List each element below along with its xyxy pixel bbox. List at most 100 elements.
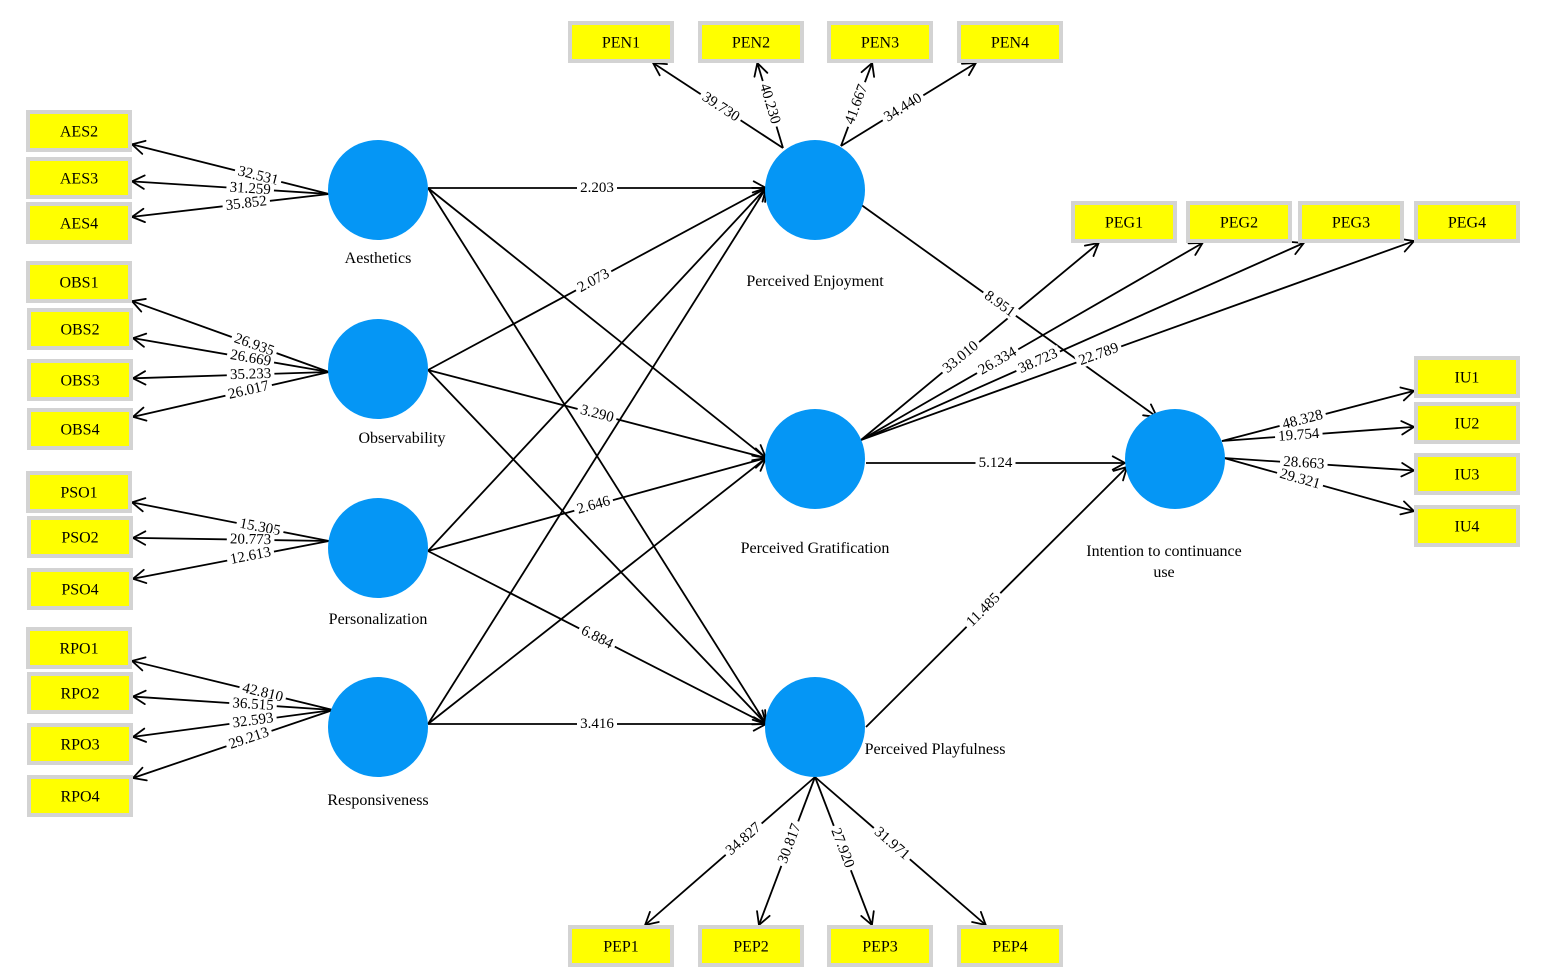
latent-label-line2: use xyxy=(1153,564,1174,581)
edge-label-text: 3.416 xyxy=(580,716,614,732)
indicator-label: IU2 xyxy=(1455,416,1480,433)
loading-label-aes4: 35.852 xyxy=(221,193,271,214)
indicator-box[interactable] xyxy=(27,516,133,558)
indicator-obs2[interactable]: OBS2 xyxy=(27,308,133,350)
indicator-box[interactable] xyxy=(26,627,132,669)
indicator-rpo3[interactable]: RPO3 xyxy=(27,723,133,765)
indicator-box[interactable] xyxy=(26,110,132,152)
indicator-label: PEG4 xyxy=(1448,215,1486,232)
indicator-box[interactable] xyxy=(1414,201,1520,243)
indicator-label: AES4 xyxy=(60,216,98,233)
loading-edge-peg4 xyxy=(860,238,1416,441)
indicator-pso4[interactable]: PSO4 xyxy=(27,568,133,610)
indicator-box[interactable] xyxy=(957,925,1063,967)
indicator-label: PEP2 xyxy=(733,939,769,956)
indicator-box[interactable] xyxy=(1414,402,1520,444)
indicator-aes2[interactable]: AES2 xyxy=(26,110,132,152)
indicator-box[interactable] xyxy=(1414,453,1520,495)
indicator-iu1[interactable]: IU1 xyxy=(1414,356,1520,398)
edge-label-text: 19.754 xyxy=(1278,426,1321,445)
latent-circle[interactable] xyxy=(1125,409,1225,509)
indicator-pep1[interactable]: PEP1 xyxy=(568,925,674,967)
indicator-box[interactable] xyxy=(27,308,133,350)
indicator-obs4[interactable]: OBS4 xyxy=(27,408,133,450)
indicator-pen4[interactable]: PEN4 xyxy=(957,21,1063,63)
indicator-pso1[interactable]: PSO1 xyxy=(26,471,132,513)
indicator-box[interactable] xyxy=(1071,201,1177,243)
indicator-rpo1[interactable]: RPO1 xyxy=(26,627,132,669)
edge-label-text: 34.440 xyxy=(881,90,925,125)
indicator-iu2[interactable]: IU2 xyxy=(1414,402,1520,444)
indicator-box[interactable] xyxy=(1298,201,1404,243)
edge-label-text: 38.723 xyxy=(1016,346,1060,377)
indicator-box[interactable] xyxy=(698,925,804,967)
indicator-box[interactable] xyxy=(27,359,133,401)
indicator-box[interactable] xyxy=(568,21,674,63)
indicator-box[interactable] xyxy=(26,261,132,303)
indicator-box[interactable] xyxy=(27,775,133,817)
indicator-obs3[interactable]: OBS3 xyxy=(27,359,133,401)
latent-variable-pen[interactable]: Perceived Enjoyment xyxy=(746,140,884,290)
indicator-rpo2[interactable]: RPO2 xyxy=(27,672,133,714)
indicator-box[interactable] xyxy=(27,568,133,610)
latent-variable-peg[interactable]: Perceived Gratification xyxy=(741,409,890,557)
indicator-aes3[interactable]: AES3 xyxy=(26,157,132,199)
indicator-obs1[interactable]: OBS1 xyxy=(26,261,132,303)
indicator-box[interactable] xyxy=(827,925,933,967)
loading-label-obs3: 35.233 xyxy=(226,366,275,383)
latent-circle[interactable] xyxy=(765,409,865,509)
indicator-box[interactable] xyxy=(26,202,132,244)
latent-circle[interactable] xyxy=(765,140,865,240)
indicator-box[interactable] xyxy=(827,21,933,63)
edge-label-text: 20.773 xyxy=(230,531,272,548)
indicator-box[interactable] xyxy=(27,672,133,714)
indicator-aes4[interactable]: AES4 xyxy=(26,202,132,244)
indicator-box[interactable] xyxy=(568,925,674,967)
latent-variable-pso[interactable]: Personalization xyxy=(328,498,428,628)
indicator-pep2[interactable]: PEP2 xyxy=(698,925,804,967)
indicator-box[interactable] xyxy=(27,723,133,765)
edge-label-background xyxy=(572,265,615,297)
indicator-label: PEG1 xyxy=(1105,215,1143,232)
latent-circle[interactable] xyxy=(328,498,428,598)
indicator-box[interactable] xyxy=(698,21,804,63)
indicator-box[interactable] xyxy=(1186,201,1292,243)
latent-circle[interactable] xyxy=(765,677,865,777)
indicator-pep4[interactable]: PEP4 xyxy=(957,925,1063,967)
indicator-box[interactable] xyxy=(1414,356,1520,398)
arrowhead-icon xyxy=(1111,455,1127,471)
latent-variable-aes[interactable]: Aesthetics xyxy=(328,140,428,267)
indicator-iu3[interactable]: IU3 xyxy=(1414,453,1520,495)
indicator-rpo4[interactable]: RPO4 xyxy=(27,775,133,817)
edge-label-background xyxy=(221,193,271,214)
indicator-peg4[interactable]: PEG4 xyxy=(1414,201,1520,243)
indicator-box[interactable] xyxy=(27,408,133,450)
indicator-label: RPO2 xyxy=(60,686,99,703)
latent-variable-pep[interactable]: Perceived Playfulness xyxy=(765,677,1005,777)
indicator-pen3[interactable]: PEN3 xyxy=(827,21,933,63)
edge-label-background xyxy=(1074,339,1124,370)
edge-label-text: 34.827 xyxy=(723,819,765,858)
edge-label-background xyxy=(229,330,279,360)
indicator-peg1[interactable]: PEG1 xyxy=(1071,201,1177,243)
edge-label-background xyxy=(869,822,915,865)
indicator-pen1[interactable]: PEN1 xyxy=(568,21,674,63)
indicator-pep3[interactable]: PEP3 xyxy=(827,925,933,967)
indicator-label: PEN2 xyxy=(732,35,770,52)
latent-circle[interactable] xyxy=(328,319,428,419)
latent-circle[interactable] xyxy=(328,677,428,777)
indicator-pso2[interactable]: PSO2 xyxy=(27,516,133,558)
indicator-iu4[interactable]: IU4 xyxy=(1414,505,1520,547)
indicator-box[interactable] xyxy=(26,471,132,513)
indicator-peg2[interactable]: PEG2 xyxy=(1186,201,1292,243)
indicator-box[interactable] xyxy=(1414,505,1520,547)
latent-variable-obs[interactable]: Observability xyxy=(328,319,446,447)
indicator-box[interactable] xyxy=(26,157,132,199)
latent-variable-rpo[interactable]: Responsiveness xyxy=(327,677,429,809)
indicator-peg3[interactable]: PEG3 xyxy=(1298,201,1404,243)
indicator-label: PEP3 xyxy=(862,939,898,956)
indicator-pen2[interactable]: PEN2 xyxy=(698,21,804,63)
indicator-box[interactable] xyxy=(957,21,1063,63)
latent-circle[interactable] xyxy=(328,140,428,240)
